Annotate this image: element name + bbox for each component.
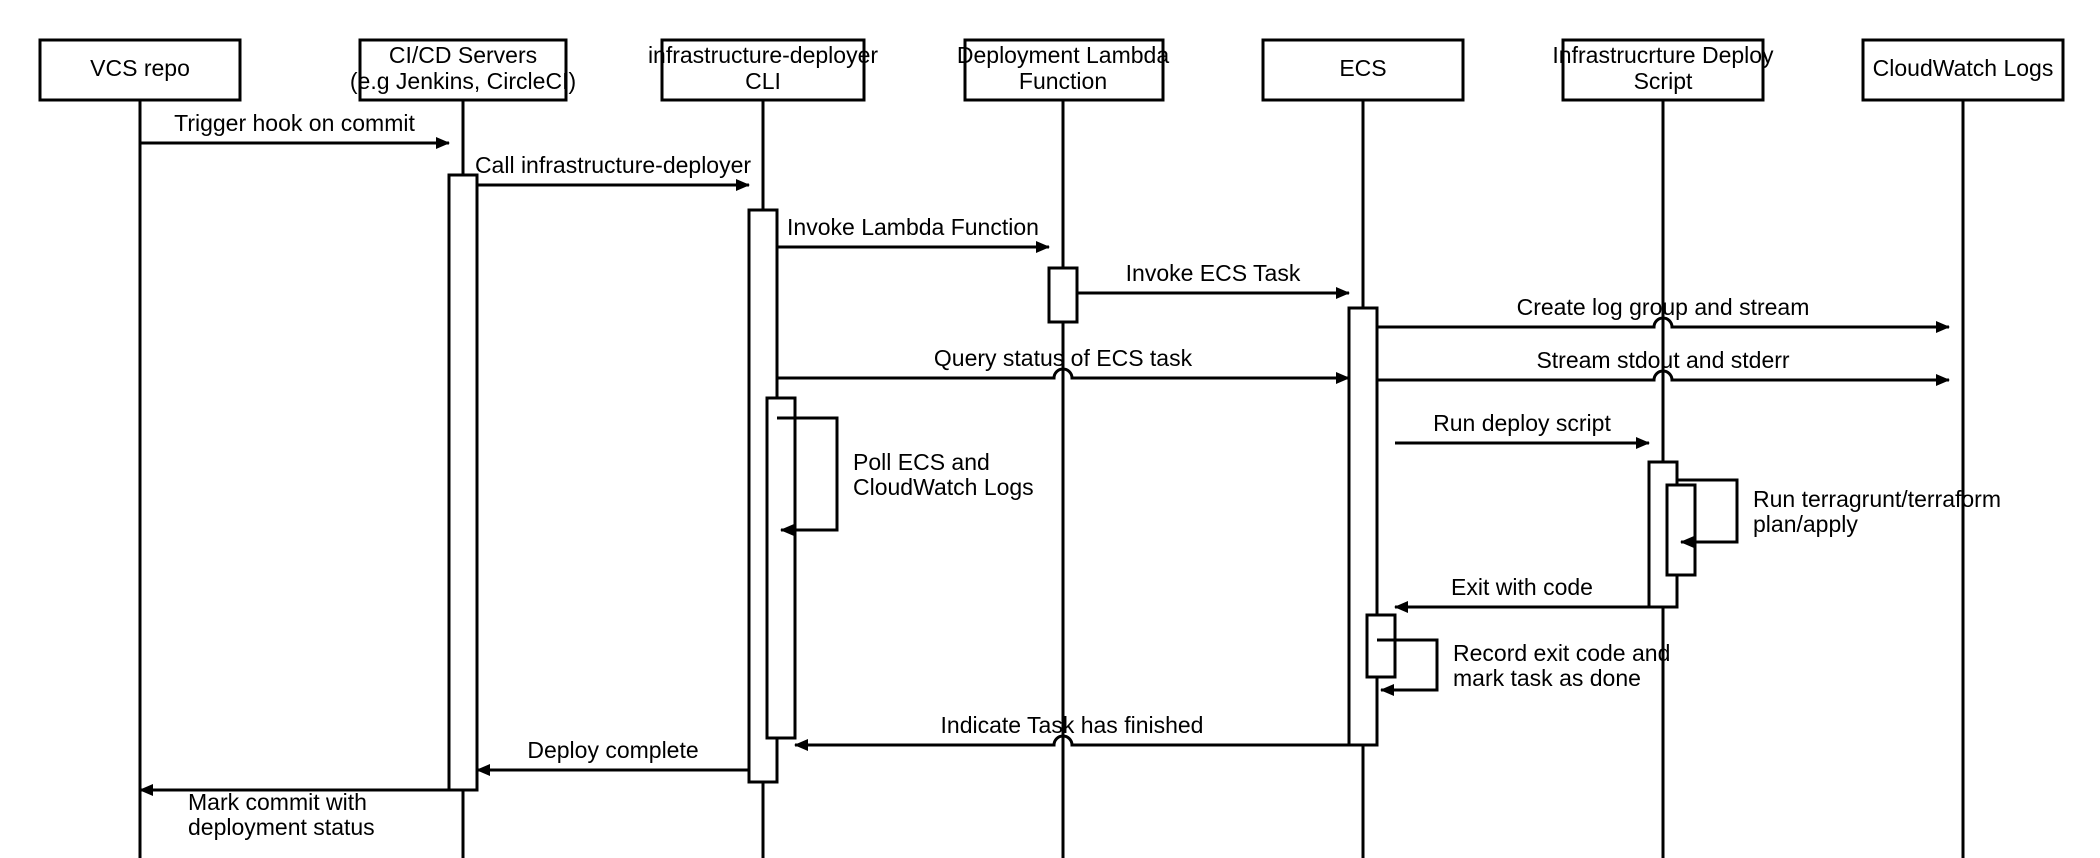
participant-box-vcs[interactable] [38, 38, 242, 102]
self-message-line-m12 [1377, 638, 1439, 696]
message-line-m6 [777, 367, 1350, 384]
participant-box-cicd[interactable] [358, 38, 568, 102]
activation-bar-act-ecs-self [1365, 613, 1397, 679]
message-label-m1: Trigger hook on commit [174, 110, 415, 136]
participant-label-ecs: ECS [1339, 55, 1386, 81]
activation-bar-act-cli-self [765, 396, 797, 740]
message-label-m12: Record exit code and [1453, 640, 1670, 666]
message-label-m3: Invoke Lambda Function [787, 214, 1039, 240]
participant-headers-group: VCS repo CI/CD Servers(e.g Jenkins, Circl… [38, 38, 2065, 102]
participant-box-ecs[interactable] [1261, 38, 1465, 102]
participant-label-vcs: VCS repo [90, 55, 190, 81]
participant-label-deployscript: Script [1634, 68, 1693, 94]
participant-box-deployscript[interactable] [1561, 38, 1765, 102]
message-label-m7: Stream stdout and stderr [1536, 347, 1789, 373]
message-line-m13 [794, 734, 1349, 751]
message-label-m2: Call infrastructure-deployer [475, 152, 751, 178]
activation-bar-act-lambda [1047, 266, 1079, 324]
activations-group [447, 173, 1697, 792]
message-label-m15: Mark commit with [188, 789, 367, 815]
participant-label-lambda: Deployment Lambda [957, 42, 1169, 68]
participant-label-cicd: (e.g Jenkins, CircleCI) [350, 68, 576, 94]
message-label-m15: deployment status [188, 814, 375, 840]
participant-label-cli: infrastructure-deployer [648, 42, 878, 68]
participant-label-cwlogs: CloudWatch Logs [1873, 55, 2054, 81]
participant-label-deployscript: Infrastrucrture Deploy [1552, 42, 1774, 68]
message-label-m11: Exit with code [1451, 574, 1593, 600]
message-label-m9: Run deploy script [1433, 410, 1611, 436]
message-label-m14: Deploy complete [527, 737, 698, 763]
participant-box-cli[interactable] [660, 38, 866, 102]
message-label-m6: Query status of ECS task [934, 345, 1193, 371]
self-message-line-m8 [777, 416, 839, 536]
self-message-line-m10 [1677, 478, 1739, 548]
message-line-m5 [1377, 316, 1950, 333]
message-label-m8: CloudWatch Logs [853, 474, 1034, 500]
message-label-m10: Run terragrunt/terraform [1753, 486, 2001, 512]
message-line-m7 [1377, 369, 1950, 386]
participant-box-lambda[interactable] [963, 38, 1165, 102]
activation-bar-act-ecs [1347, 306, 1379, 747]
message-label-m5: Create log group and stream [1517, 294, 1810, 320]
participant-label-lambda: Function [1019, 68, 1107, 94]
message-label-m8: Poll ECS and [853, 449, 990, 475]
message-label-m4: Invoke ECS Task [1126, 260, 1301, 286]
message-label-m13: Indicate Task has finished [941, 712, 1204, 738]
activation-bar-act-cicd [447, 173, 479, 792]
participant-label-cli: CLI [745, 68, 781, 94]
participant-label-cicd: CI/CD Servers [389, 42, 537, 68]
message-label-m12: mark task as done [1453, 665, 1641, 691]
activation-bar-act-deploy-self [1665, 483, 1697, 577]
message-label-m10: plan/apply [1753, 511, 1858, 537]
participant-box-cwlogs[interactable] [1861, 38, 2065, 102]
